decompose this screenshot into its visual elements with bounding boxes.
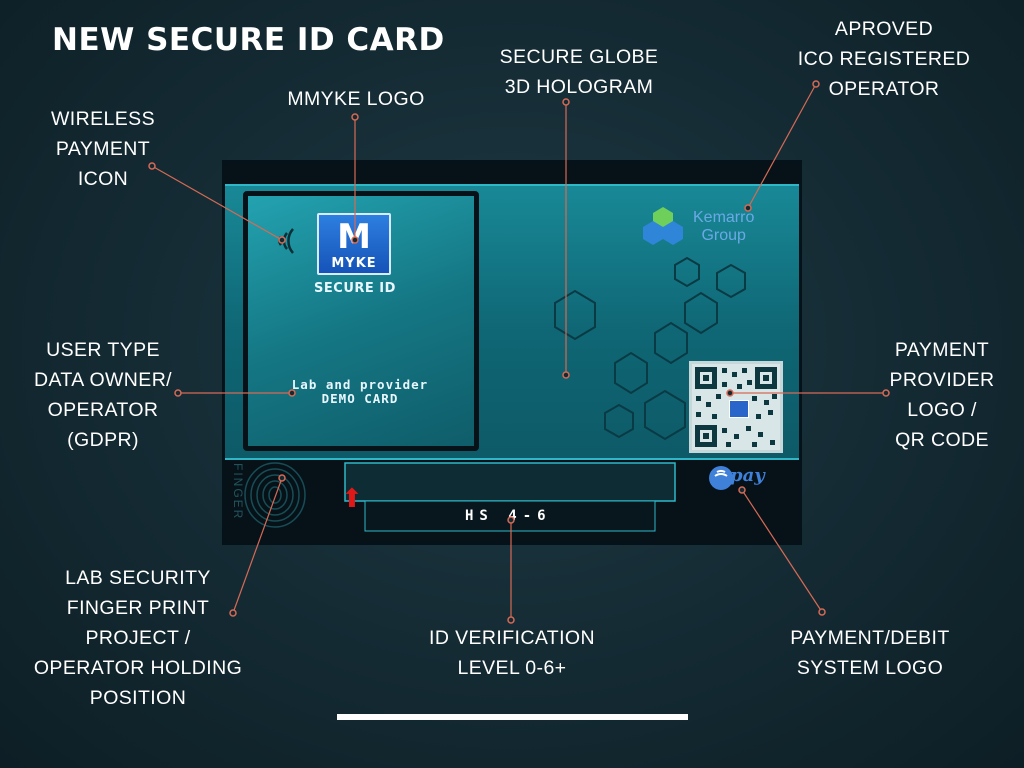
demo-line-2: DEMO CARD	[321, 391, 399, 406]
label-line: ICON	[77, 168, 129, 190]
demo-line-1: Lab and provider	[291, 377, 429, 392]
label-line: QR CODE	[895, 429, 989, 451]
label-line: DATA OWNER/	[33, 369, 172, 391]
label-line: (GDPR)	[67, 429, 139, 451]
qr-pattern	[695, 367, 777, 447]
label-line: PAYMENT	[894, 339, 990, 361]
label-fingerprint: LAB SECURITY FINGER PRINT PROJECT / OPER…	[20, 563, 256, 713]
kemarro-logo	[643, 207, 683, 245]
label-line: PAYMENT/DEBIT	[790, 627, 950, 649]
page-title: NEW SECURE ID CARD	[52, 22, 445, 58]
label-line: APROVED	[834, 18, 934, 40]
label-line: USER TYPE	[46, 339, 160, 361]
myke-logo-word: MYKE	[331, 256, 377, 271]
kemarro-logo-text: Kemarro Group	[693, 209, 754, 245]
label-line: OPERATOR	[828, 78, 940, 100]
label-line: SECURE GLOBE	[499, 46, 659, 68]
label-line: PROJECT /	[85, 627, 191, 649]
pay-logo	[709, 466, 733, 490]
label-secure-globe: SECURE GLOBE 3D HOLOGRAM	[484, 42, 674, 102]
myke-logo: M MYKE	[317, 213, 391, 275]
label-line: OPERATOR HOLDING	[33, 657, 243, 679]
kemarro-line-1: Kemarro	[693, 209, 755, 226]
label-line: SYSTEM LOGO	[796, 657, 944, 679]
label-user-type: USER TYPE DATA OWNER/ OPERATOR (GDPR)	[22, 335, 184, 455]
label-mmyke-logo: MMYKE LOGO	[276, 84, 436, 114]
label-line: ID VERIFICATION	[429, 627, 595, 649]
id-card: M MYKE SECURE ID Lab and provider DEMO C…	[222, 160, 802, 545]
qr-center-logo	[729, 400, 749, 418]
label-line: POSITION	[89, 687, 187, 709]
label-payment-provider: PAYMENT PROVIDER LOGO / QR CODE	[878, 335, 1006, 455]
label-line: LEVEL 0-6+	[457, 657, 567, 679]
card-background-pattern	[225, 163, 799, 542]
label-line: PAYMENT	[55, 138, 151, 160]
verification-level-text: HS 4-6	[465, 508, 552, 524]
label-payment-debit: PAYMENT/DEBIT SYSTEM LOGO	[770, 623, 970, 683]
label-line: OPERATOR	[47, 399, 159, 421]
myke-logo-letter: M	[337, 217, 371, 257]
label-line: 3D HOLOGRAM	[504, 76, 654, 98]
label-approved-operator: APROVED ICO REGISTERED OPERATOR	[784, 14, 984, 104]
label-line: LOGO /	[907, 399, 977, 421]
label-line: PROVIDER	[889, 369, 995, 391]
label-line: ICO REGISTERED	[797, 48, 971, 70]
kemarro-line-2: Group	[701, 227, 746, 244]
pay-logo-text: pay	[730, 465, 765, 486]
arrow-up-icon: ⬆	[341, 483, 363, 513]
wireless-payment-icon	[278, 228, 294, 254]
label-id-verification: ID VERIFICATION LEVEL 0-6+	[412, 623, 612, 683]
fingerprint-text: FINGER	[231, 463, 245, 521]
label-line: FINGER PRINT	[66, 597, 210, 619]
label-line: LAB SECURITY	[65, 567, 211, 589]
label-line: WIRELESS	[51, 108, 155, 130]
demo-card-text: Lab and provider DEMO CARD	[265, 378, 455, 406]
bottom-divider-bar	[337, 714, 688, 720]
qr-code	[689, 361, 783, 453]
label-line: MMYKE LOGO	[287, 88, 425, 110]
label-wireless-payment-icon: WIRELESS PAYMENT ICON	[38, 104, 168, 194]
secure-id-text: SECURE ID	[314, 281, 396, 296]
